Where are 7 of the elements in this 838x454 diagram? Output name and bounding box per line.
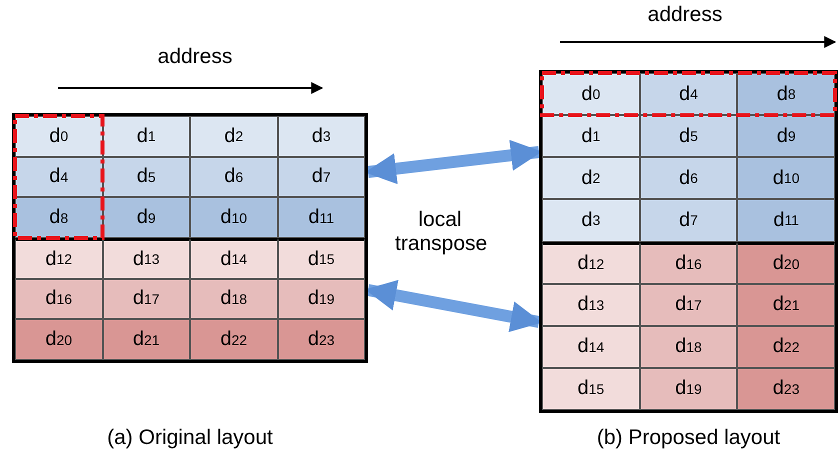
memory-grid <box>539 70 838 413</box>
figure-caption: (b) Proposed layout <box>596 426 782 450</box>
figure-caption: (a) Original layout <box>106 426 274 450</box>
axis-label: address <box>646 3 724 27</box>
memory-grid <box>12 113 368 363</box>
axis-label: address <box>156 45 234 69</box>
arrow-caption: local transpose <box>395 208 485 256</box>
